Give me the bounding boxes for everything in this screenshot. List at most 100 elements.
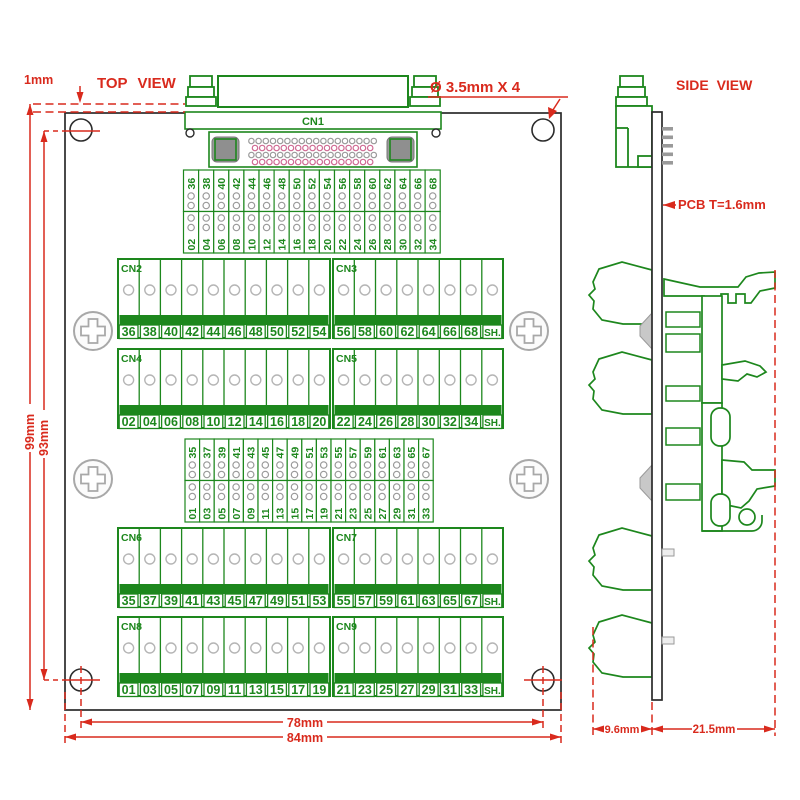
terminal-bar [119,584,329,594]
strip-pin-number: 54 [322,178,334,190]
cross-screw-slot [516,466,542,492]
strip-solder-hole [262,214,271,222]
strip-pin-number: 31 [406,508,418,520]
strip-solder-hole [378,470,386,479]
strip-solder-hole [398,223,407,232]
terminal-screw-hole [292,284,304,296]
cn1-pin [327,137,334,145]
cn1-pin [269,151,277,159]
cn1-pin [298,137,306,145]
cn1-pin-field [248,137,378,166]
dim-label-9.6mm: 9.6mm [605,724,640,736]
terminal-number: 21 [337,683,351,697]
dim-label-21.5mm: 21.5mm [693,724,736,736]
terminal-number-cell [354,593,375,609]
strip-solder-hole [246,492,255,501]
terminal-number-cell [203,593,224,609]
terminal-number: 26 [379,415,393,429]
strip-solder-hole [334,461,343,469]
terminal-screw-hole [465,374,477,386]
strip-solder-hole [217,483,226,491]
strip-pin-number: 27 [377,508,389,520]
cn1-pin [280,144,288,152]
strip-solder-hole [422,483,430,491]
terminal-number-cell [397,414,418,430]
terminal-number-cell [160,414,182,430]
strip-pin-number: 63 [392,447,404,459]
terminal-number: 12 [228,415,242,429]
bracket-slot [710,407,731,447]
cn1-pin [291,151,298,159]
strip-solder-hole [338,223,346,232]
pcb-thickness-note: PCB T=1.6mm [678,197,766,212]
cn1-pin [251,158,259,166]
terminal-screw-hole [337,284,350,296]
terminal-number: 42 [185,325,199,339]
terminal-number: SH. [484,686,501,697]
strip-pin-number: 40 [216,178,228,190]
terminal-number: SH. [484,597,501,608]
strip-pin-number: 64 [397,178,409,190]
terminal-number: SH. [484,418,501,429]
cn1-pin [320,137,327,145]
terminal-number: 14 [249,415,263,429]
terminal-screw-hole [186,642,198,654]
strip-solder-hole [338,192,346,200]
terminal-number: 09 [206,683,220,697]
terminal-number: 63 [422,594,436,608]
terminal-number-cell [224,593,245,609]
terminal-number-cell [309,593,330,609]
arrowhead [65,733,76,741]
strip-solder-hole [202,223,211,232]
strip-solder-hole [378,483,386,491]
pin [662,144,673,148]
strip-solder-hole [319,492,328,501]
terminal-number: 28 [400,415,414,429]
terminal-number: 61 [400,594,414,608]
terminal-number: 16 [270,415,284,429]
terminal-number: 06 [164,415,178,429]
terminal-number-cell [266,324,288,340]
cn1-pin [266,158,273,166]
strip-solder-hole [217,214,226,222]
terminal-number-cell [118,324,139,340]
terminal-number: 17 [291,683,305,697]
terminal-number-cell [245,682,266,698]
terminal-number-cell [309,324,330,340]
strip-pin-number: 29 [392,508,404,520]
strip-pin-number: 13 [275,508,287,520]
terminal-screw-hole [250,374,262,386]
strip-solder-hole [305,492,313,501]
terminal-number: 66 [443,325,457,339]
terminal-number-cell [439,593,460,609]
terminal-screw-hole [359,642,371,654]
strip-solder-hole [276,470,284,479]
terminal-number-cell [139,682,160,698]
terminal-screw-hole [465,642,477,654]
strip-solder-hole [232,483,240,491]
strip-pin-number: 43 [246,447,258,459]
terminal-number-cell [333,324,354,340]
strip-pin-number: 46 [261,178,273,190]
strip-pin-number: 16 [292,239,304,251]
strip-pin-number: 07 [231,508,243,520]
arrowhead [81,718,92,726]
terminal-number: 36 [122,325,136,339]
bracket-rung [665,427,701,446]
cn3-label: CN3 [336,263,357,275]
terminal-number-cell [160,682,182,698]
terminal-number: 10 [206,415,220,429]
terminal-number-cell [333,414,354,430]
strip-pin-number: 55 [333,447,345,459]
terminal-screw-hole [313,374,326,386]
terminal-number: 37 [143,594,157,608]
cross-screw [73,311,113,351]
terminal-screw-hole [401,642,414,654]
terminal-number-cell [245,414,266,430]
strip-solder-hole [187,214,195,222]
strip-solder-hole [413,192,422,200]
terminal-screw-hole [207,374,220,386]
terminal-number: 33 [464,683,478,697]
